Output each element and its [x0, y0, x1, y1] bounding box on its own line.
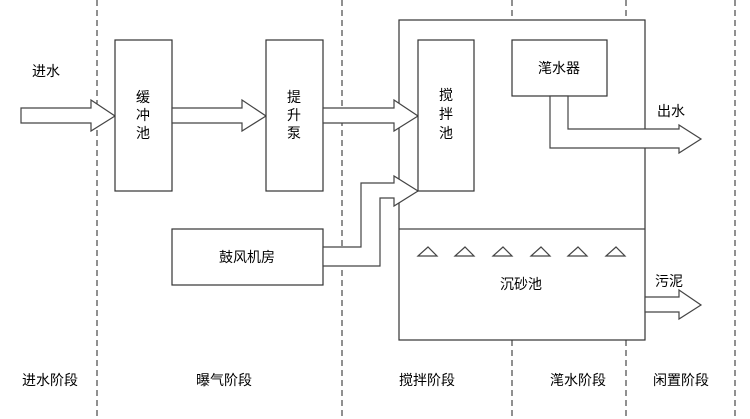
mixing-tank-char-1: 搅	[439, 88, 453, 104]
diffuser-icon	[529, 246, 552, 257]
stage-label-decanting: 滗水阶段	[550, 373, 606, 389]
stage-label-inlet: 进水阶段	[22, 373, 78, 389]
sludge-arrow	[644, 288, 703, 321]
inlet-arrow	[20, 98, 117, 133]
diffuser-icon	[604, 246, 627, 257]
sludge-label: 污泥	[655, 274, 683, 290]
stage-label-mixing: 搅拌阶段	[399, 373, 455, 389]
outlet-label: 出水	[657, 104, 685, 120]
buffer-tank-char-3: 池	[136, 126, 150, 142]
diffuser-icon	[566, 246, 589, 257]
air-supply-arrow	[322, 174, 420, 267]
lift-pump-char-1: 提	[287, 90, 301, 106]
lift-pump-char-3: 泵	[287, 126, 301, 142]
decanter-label: 滗水器	[538, 61, 580, 77]
buffer-tank-char-1: 缓	[136, 90, 150, 106]
mixing-tank-char-2: 拌	[439, 107, 453, 123]
buffer-tank-box	[114, 39, 173, 192]
mixing-tank-char-3: 池	[439, 126, 453, 142]
pump-to-mixing-arrow	[322, 98, 420, 133]
inlet-label: 进水	[32, 64, 60, 80]
diffuser-icon	[491, 246, 514, 257]
lift-pump-box	[265, 39, 324, 192]
diffuser-icon	[453, 246, 476, 257]
stage-label-idle: 闲置阶段	[653, 373, 709, 389]
buffer-tank-char-2: 冲	[136, 108, 150, 124]
outlet-arrow	[549, 95, 703, 155]
stage-label-aeration: 曝气阶段	[196, 373, 252, 389]
mixing-tank-box	[417, 39, 475, 192]
aerator-diffusers	[416, 246, 627, 257]
blower-room-label: 鼓风机房	[219, 250, 275, 266]
grit-tank-label: 沉砂池	[500, 277, 542, 293]
blower-room-box	[171, 228, 324, 286]
diffuser-icon	[416, 246, 439, 257]
lift-pump-char-2: 升	[287, 108, 301, 124]
buffer-to-pump-arrow	[171, 98, 268, 133]
